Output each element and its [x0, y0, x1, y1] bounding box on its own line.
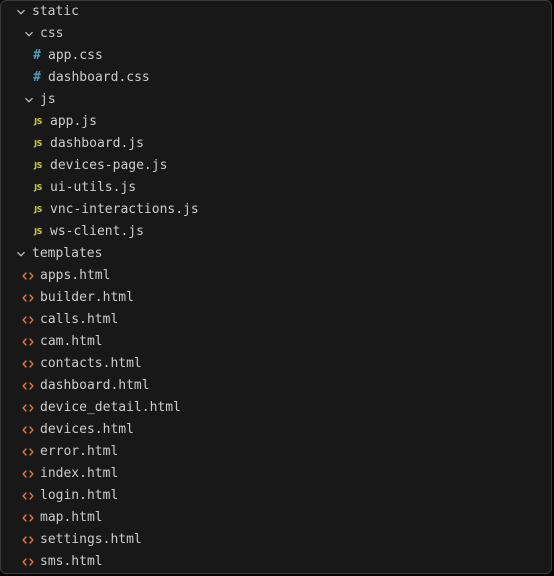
js-file-icon: JS	[34, 117, 42, 126]
js-file-icon: JS	[34, 183, 42, 192]
file-device-detail-html[interactable]: device_detail.html	[1, 397, 551, 419]
html-brackets-icon	[22, 469, 34, 479]
html-brackets-icon	[22, 381, 34, 391]
file-contacts-html[interactable]: contacts.html	[1, 353, 551, 375]
js-file-icon: JS	[34, 139, 42, 148]
tree-item-label: apps.html	[40, 268, 111, 283]
tree-item-label: static	[32, 4, 79, 19]
tree-item-label: map.html	[40, 510, 103, 525]
html-brackets-icon	[22, 359, 34, 369]
tree-item-label: settings.html	[40, 532, 142, 547]
file-dashboard-css[interactable]: # dashboard.css	[1, 67, 551, 89]
css-hash-icon: #	[33, 48, 41, 63]
tree-item-label: builder.html	[40, 290, 134, 305]
tree-item-label: devices.html	[40, 422, 134, 437]
html-brackets-icon	[22, 315, 34, 325]
file-dashboard-js[interactable]: JS dashboard.js	[1, 133, 551, 155]
tree-item-label: login.html	[40, 488, 119, 503]
folder-js[interactable]: js	[1, 89, 551, 111]
tree-item-label: vnc-interactions.js	[50, 202, 199, 217]
file-app-css[interactable]: # app.css	[1, 45, 551, 67]
chevron-down-icon[interactable]	[24, 29, 34, 39]
tree-item-label: sms.html	[40, 554, 103, 569]
html-brackets-icon	[22, 403, 34, 413]
tree-item-label: dashboard.html	[40, 378, 150, 393]
file-ws-client-js[interactable]: JS ws-client.js	[1, 221, 551, 243]
chevron-down-icon[interactable]	[24, 95, 34, 105]
folder-static[interactable]: static	[1, 1, 551, 23]
tree-item-label: error.html	[40, 444, 119, 459]
folder-templates[interactable]: templates	[1, 243, 551, 265]
tree-item-label: ws-client.js	[50, 224, 144, 239]
html-brackets-icon	[22, 535, 34, 545]
file-cam-html[interactable]: cam.html	[1, 331, 551, 353]
html-brackets-icon	[22, 293, 34, 303]
file-dashboard-html[interactable]: dashboard.html	[1, 375, 551, 397]
html-brackets-icon	[22, 271, 34, 281]
file-map-html[interactable]: map.html	[1, 507, 551, 529]
tree-item-label: js	[40, 92, 56, 107]
html-brackets-icon	[22, 337, 34, 347]
html-brackets-icon	[22, 557, 34, 567]
html-brackets-icon	[22, 447, 34, 457]
tree-item-label: device_detail.html	[40, 400, 181, 415]
tree-item-label: contacts.html	[40, 356, 142, 371]
js-file-icon: JS	[34, 161, 42, 170]
file-calls-html[interactable]: calls.html	[1, 309, 551, 331]
file-devices-page-js[interactable]: JS devices-page.js	[1, 155, 551, 177]
tree-item-label: app.js	[50, 114, 97, 129]
tree-item-label: dashboard.js	[50, 136, 144, 151]
file-vnc-interactions-js[interactable]: JS vnc-interactions.js	[1, 199, 551, 221]
css-hash-icon: #	[33, 70, 41, 85]
html-brackets-icon	[22, 491, 34, 501]
js-file-icon: JS	[34, 205, 42, 214]
tree-item-label: devices-page.js	[50, 158, 168, 173]
file-settings-html[interactable]: settings.html	[1, 529, 551, 551]
file-app-js[interactable]: JS app.js	[1, 111, 551, 133]
file-login-html[interactable]: login.html	[1, 485, 551, 507]
file-devices-html[interactable]: devices.html	[1, 419, 551, 441]
file-ui-utils-js[interactable]: JS ui-utils.js	[1, 177, 551, 199]
tree-item-label: app.css	[48, 48, 103, 63]
tree-item-label: cam.html	[40, 334, 103, 349]
tree-item-label: templates	[32, 246, 103, 261]
tree-item-label: calls.html	[40, 312, 119, 327]
html-brackets-icon	[22, 425, 34, 435]
chevron-down-icon[interactable]	[16, 7, 26, 17]
tree-item-label: dashboard.css	[48, 70, 150, 85]
file-apps-html[interactable]: apps.html	[1, 265, 551, 287]
tree-item-label: index.html	[40, 466, 119, 481]
file-sms-html[interactable]: sms.html	[1, 551, 551, 573]
js-file-icon: JS	[34, 227, 42, 236]
file-builder-html[interactable]: builder.html	[1, 287, 551, 309]
html-brackets-icon	[22, 513, 34, 523]
chevron-down-icon[interactable]	[16, 249, 26, 259]
tree-item-label: css	[40, 26, 64, 41]
file-index-html[interactable]: index.html	[1, 463, 551, 485]
tree-item-label: ui-utils.js	[50, 180, 137, 195]
folder-css[interactable]: css	[1, 23, 551, 45]
file-error-html[interactable]: error.html	[1, 441, 551, 463]
